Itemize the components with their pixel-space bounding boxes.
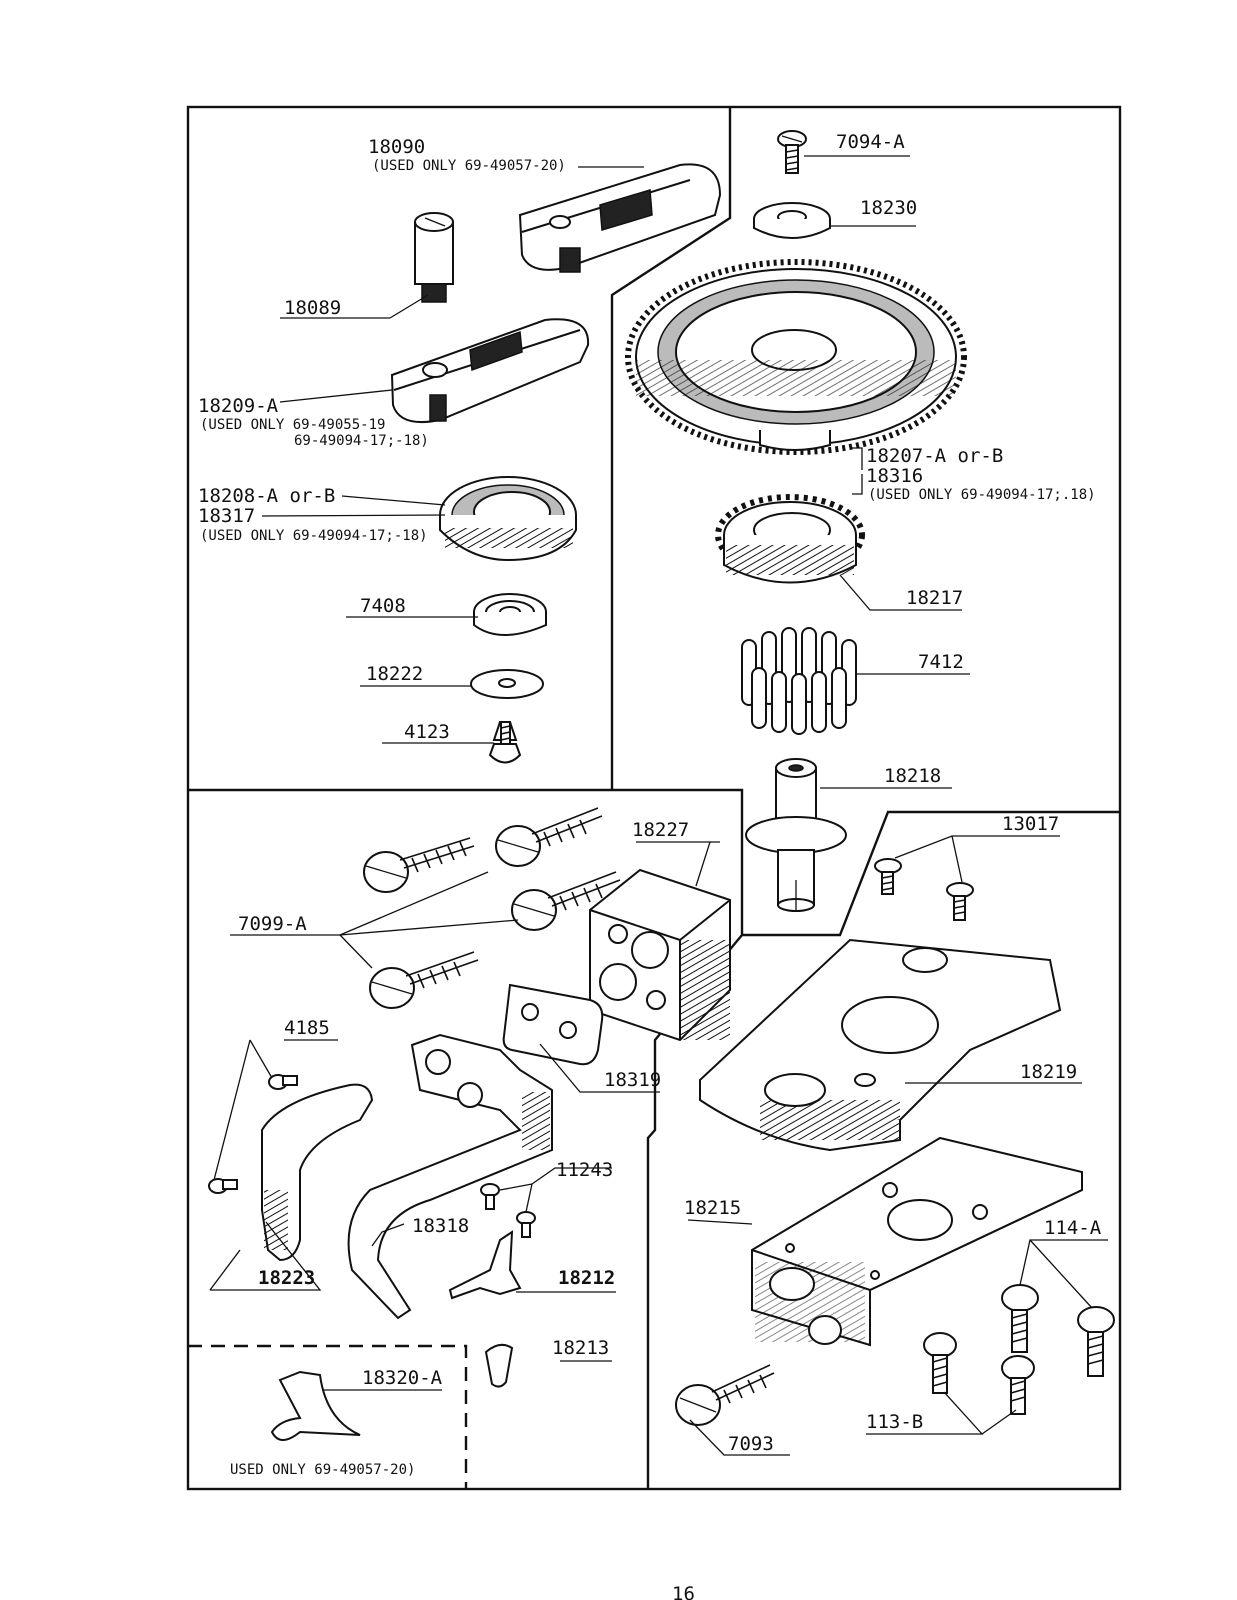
part-7093-screw bbox=[675, 1364, 775, 1426]
label-18227: 18227 bbox=[632, 819, 689, 841]
label-18218: 18218 bbox=[884, 765, 941, 787]
part-18090-block bbox=[518, 163, 722, 273]
label-18212: 18212 bbox=[558, 1267, 615, 1289]
label-7099a: 7099-A bbox=[238, 913, 307, 935]
label-4185: 4185 bbox=[284, 1017, 330, 1039]
part-18319-plate bbox=[502, 983, 604, 1066]
label-11243: 11243 bbox=[556, 1159, 613, 1181]
label-18317-note: (USED ONLY 69-49094-17;-18) bbox=[200, 528, 428, 544]
part-18207-large-gear bbox=[625, 259, 967, 455]
part-18320a-cutter bbox=[270, 1370, 361, 1441]
panel-frames bbox=[186, 105, 1122, 1491]
label-18318: 18318 bbox=[412, 1215, 469, 1237]
part-7412-needle-rollers bbox=[741, 627, 857, 735]
part-18213-clip bbox=[484, 1343, 514, 1388]
label-114a: 114-A bbox=[1044, 1217, 1102, 1239]
part-18227-block bbox=[589, 868, 731, 1042]
label-7412: 7412 bbox=[918, 651, 964, 673]
part-18215-bracket bbox=[751, 1136, 1083, 1347]
part-18212-clip bbox=[448, 1230, 522, 1300]
part-18209a-block bbox=[390, 318, 590, 424]
label-4123: 4123 bbox=[404, 721, 450, 743]
label-13017: 13017 bbox=[1002, 813, 1059, 835]
label-18209a: 18209-A bbox=[198, 395, 279, 417]
part-18219-plate bbox=[698, 938, 1062, 1152]
label-18317: 18317 bbox=[198, 505, 255, 527]
label-18219: 18219 bbox=[1020, 1061, 1077, 1083]
label-18320a: 18320-A bbox=[362, 1367, 443, 1389]
part-13017-screws bbox=[874, 858, 974, 921]
label-18090: 18090 bbox=[368, 136, 425, 158]
part-113b-screws bbox=[923, 1332, 1035, 1415]
label-18089: 18089 bbox=[284, 297, 341, 319]
part-18223-lever bbox=[261, 1083, 374, 1262]
part-labels: 18090 (USED ONLY 69-49057-20) 18089 1820… bbox=[198, 131, 1102, 1600]
part-18230-washer bbox=[753, 202, 831, 239]
label-7094a: 7094-A bbox=[836, 131, 905, 153]
label-7093: 7093 bbox=[728, 1433, 774, 1455]
part-18217-pinion-gear bbox=[715, 494, 865, 584]
part-4185-screws bbox=[208, 1074, 298, 1194]
label-18209a-note1: (USED ONLY 69-49055-19 bbox=[200, 417, 385, 433]
label-113b: 113-B bbox=[866, 1411, 923, 1433]
label-18208: 18208-A or-B bbox=[198, 485, 335, 507]
label-18213: 18213 bbox=[552, 1337, 609, 1359]
part-18218-shaft bbox=[745, 758, 847, 912]
part-7408-bearing bbox=[473, 593, 547, 636]
label-18215: 18215 bbox=[684, 1197, 741, 1219]
label-18207: 18207-A or-B bbox=[866, 445, 1003, 467]
label-18316: 18316 bbox=[866, 465, 923, 487]
label-18230: 18230 bbox=[860, 197, 917, 219]
label-18316-note: (USED ONLY 69-49094-17;.18) bbox=[868, 487, 1096, 503]
label-18223: 18223 bbox=[258, 1267, 315, 1289]
part-7094a-screw bbox=[777, 130, 807, 174]
leader-lines bbox=[209, 155, 1108, 1456]
part-4123-screw bbox=[488, 721, 522, 764]
part-18089-stud bbox=[414, 212, 454, 303]
part-18208-ring-gear bbox=[439, 476, 577, 562]
part-7099a-screws bbox=[363, 807, 621, 1009]
part-114a-screws bbox=[1001, 1284, 1115, 1377]
part-18222-washer bbox=[470, 669, 544, 699]
label-18222: 18222 bbox=[366, 663, 423, 685]
part-11243-screws bbox=[480, 1183, 536, 1238]
label-7408: 7408 bbox=[360, 595, 406, 617]
label-18090-note: (USED ONLY 69-49057-20) bbox=[372, 158, 566, 174]
label-18209a-note2: 69-49094-17;-18) bbox=[294, 433, 429, 449]
label-18217: 18217 bbox=[906, 587, 963, 609]
part-18318-arm bbox=[347, 1033, 553, 1320]
page-number: 16 bbox=[672, 1583, 695, 1600]
label-18320a-note: USED ONLY 69-49057-20) bbox=[230, 1462, 415, 1478]
label-18319: 18319 bbox=[604, 1069, 661, 1091]
